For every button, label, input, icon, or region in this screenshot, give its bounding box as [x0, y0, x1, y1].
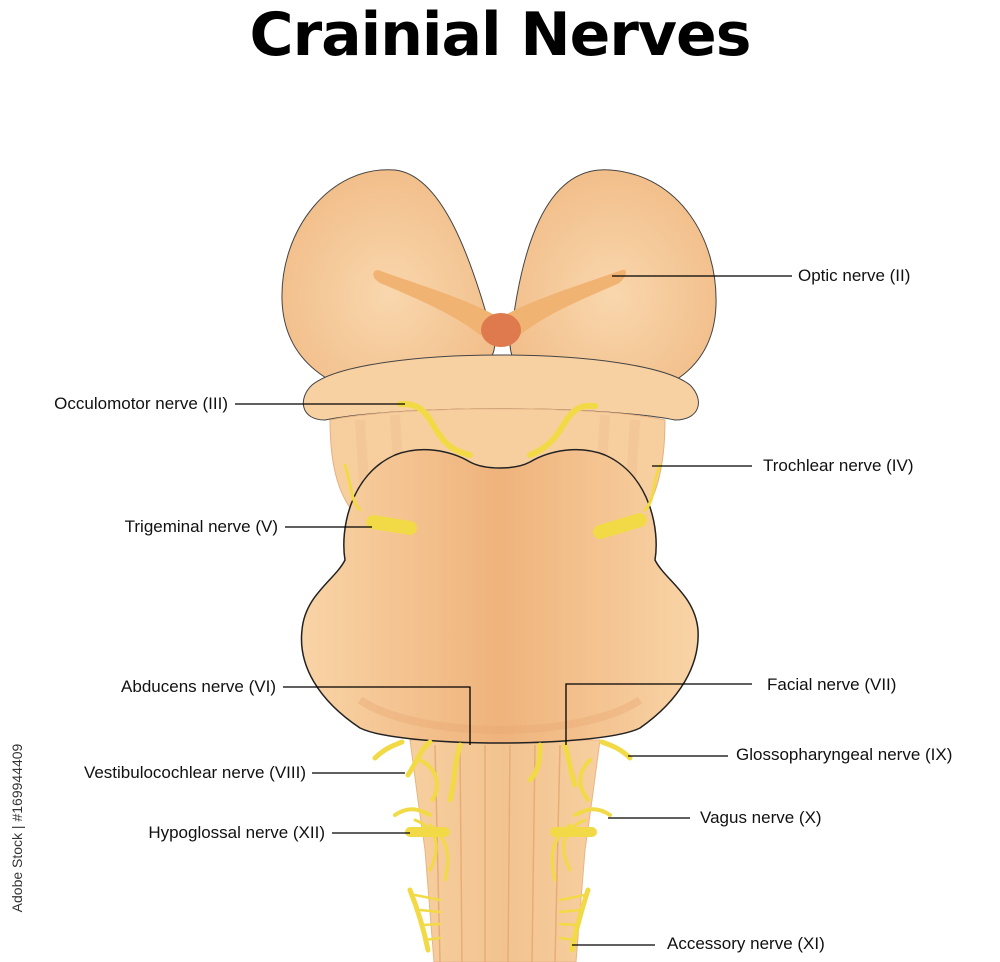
- label-hypoglossal-nerve: Hypoglossal nerve (XII): [148, 823, 325, 842]
- label-vagus-nerve: Vagus nerve (X): [700, 808, 822, 827]
- nerve-fibers: [343, 400, 662, 953]
- pituitary: [481, 313, 521, 347]
- leader-facial: [565, 683, 752, 745]
- label-optic-nerve: Optic nerve (II): [798, 266, 911, 285]
- pons: [300, 448, 699, 744]
- medulla: [409, 739, 601, 962]
- optic-chiasm: [373, 269, 626, 347]
- label-trigeminal-nerve: Trigeminal nerve (V): [124, 517, 278, 536]
- leader-lines: [235, 275, 792, 946]
- label-abducens-nerve: Abducens nerve (VI): [121, 677, 276, 696]
- label-glossopharyngeal-nerve: Glossopharyngeal nerve (IX): [736, 745, 953, 764]
- label-trochlear-nerve: Trochlear nerve (IV): [763, 456, 914, 475]
- stock-watermark: Adobe Stock | #169944409: [2, 720, 26, 950]
- label-occulomotor-nerve: Occulomotor nerve (III): [54, 394, 228, 413]
- label-vestibulocochlear-nerve: Vestibulocochlear nerve (VIII): [83, 763, 306, 782]
- watermark-text: Adobe Stock | #169944409: [9, 743, 25, 913]
- label-facial-nerve: Facial nerve (VII): [767, 675, 897, 694]
- label-accessory-nerve: Accessory nerve (XI): [667, 934, 825, 953]
- page-title: Crainial Nerves: [249, 0, 752, 70]
- leader-abducens: [283, 686, 471, 745]
